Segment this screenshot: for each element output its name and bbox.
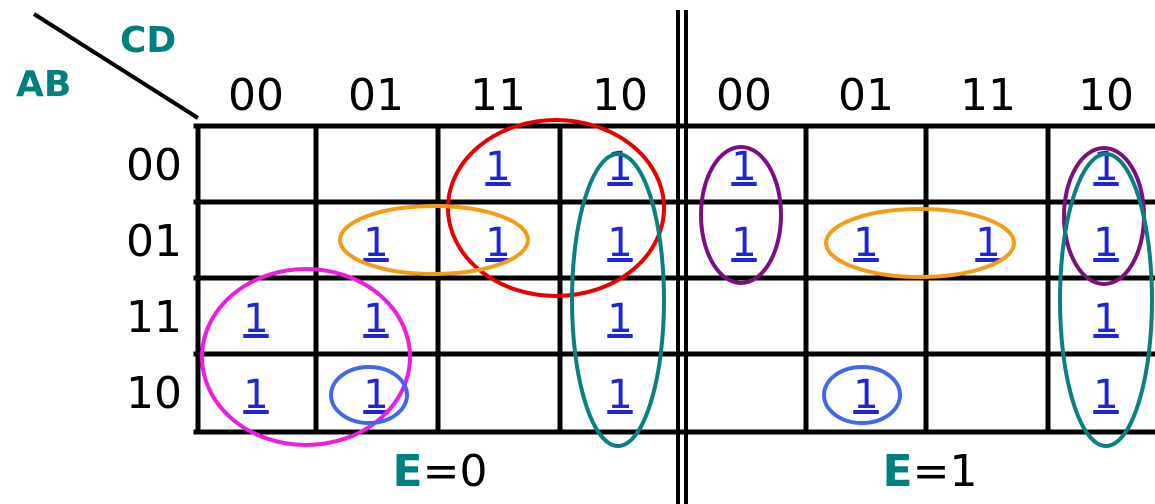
kmap-cell-value: 1 [607, 296, 632, 342]
group-loop-blue [329, 365, 409, 425]
map-label-e0: E=0 [393, 446, 488, 497]
map-eq-e1: =1 [913, 446, 978, 497]
map-label-e1: E=1 [883, 446, 978, 497]
corner-row-var-label: AB [16, 64, 71, 105]
row-header: 01 [126, 216, 182, 267]
map-var-e0: E [393, 446, 423, 497]
map-eq-e0: =0 [423, 446, 488, 497]
kmap-cell-value: 1 [1093, 220, 1118, 266]
kmap-cell-value: 1 [1093, 296, 1118, 342]
kmap-cell-value: 1 [363, 372, 388, 418]
group-loop-teal [570, 152, 666, 448]
kmap-cell-value: 1 [243, 296, 268, 342]
col-header: 01 [838, 70, 894, 121]
kmap-cell-value: 1 [731, 220, 756, 266]
kmap-cell-value: 1 [607, 372, 632, 418]
col-header: 10 [592, 70, 648, 121]
column-headers-e0: 00 01 11 10 [228, 70, 648, 121]
corner-diagonal [32, 12, 200, 120]
kmap-cell-value: 1 [485, 220, 510, 266]
kmap-cell-value: 1 [243, 372, 268, 418]
col-header: 11 [960, 70, 1016, 121]
kmap-cell-value: 1 [363, 296, 388, 342]
kmap-cell-value: 1 [607, 144, 632, 190]
kmap-cell-value: 1 [607, 220, 632, 266]
col-header: 11 [470, 70, 526, 121]
kmap-cell-value: 1 [975, 220, 1000, 266]
group-loop-orange [824, 207, 1016, 279]
col-header: 01 [348, 70, 404, 121]
group-loop-purple [699, 145, 783, 285]
group-loop-orange [338, 204, 530, 276]
row-header: 00 [126, 140, 182, 191]
row-headers: 00 01 11 10 [126, 140, 182, 419]
grouping-loops [200, 118, 1154, 448]
map-var-e1: E [883, 446, 913, 497]
kmap-cell-value: 1 [485, 144, 510, 190]
kmap-cell-value: 1 [363, 220, 388, 266]
kmap-cell-value: 1 [853, 220, 878, 266]
row-header: 11 [126, 292, 182, 343]
column-headers-e1: 00 01 11 10 [716, 70, 1134, 121]
col-header: 00 [228, 70, 284, 121]
col-header: 10 [1078, 70, 1134, 121]
kmap-cell-value: 1 [1093, 372, 1118, 418]
corner-col-var-label: CD [120, 20, 176, 61]
col-header: 00 [716, 70, 772, 121]
kmap-grid [193, 123, 1155, 435]
group-loop-magenta [200, 267, 412, 447]
row-header: 10 [126, 368, 182, 419]
group-loop-teal [1058, 152, 1154, 448]
group-loop-blue [822, 365, 902, 425]
kmap-cell-value: 1 [853, 372, 878, 418]
